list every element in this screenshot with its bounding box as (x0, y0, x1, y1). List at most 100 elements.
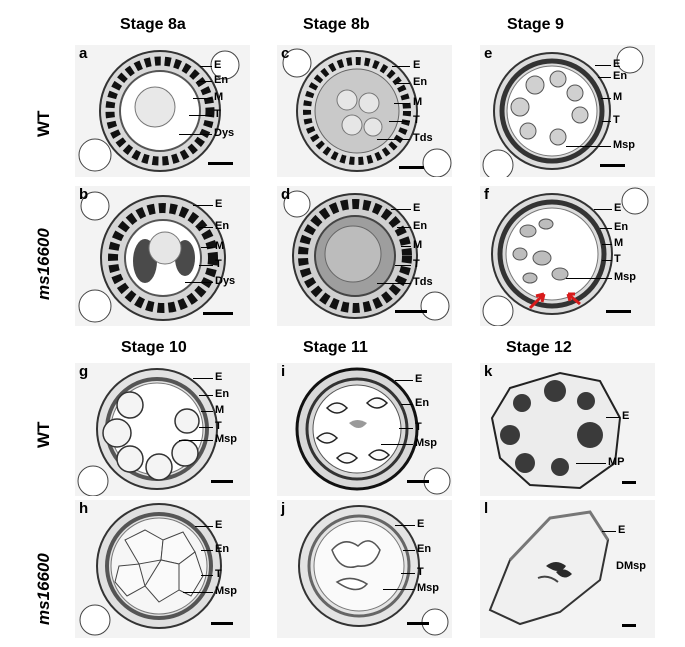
panel-letter-e: e (484, 45, 493, 62)
label-i-2: En (415, 397, 430, 409)
stage-header-12: Stage 12 (506, 339, 572, 356)
label-d-2: En (413, 220, 428, 232)
micrograph-panel-i: i E En T Msp (277, 363, 452, 496)
label-e-3: M (613, 91, 623, 103)
label-e-1: E (613, 58, 621, 70)
panel-letter-j: j (281, 500, 286, 517)
micrograph-panel-f: f E En M T Msp (480, 186, 655, 326)
label-d-3: M (413, 239, 423, 251)
label-a-5: Dys (214, 127, 235, 139)
label-a-4: T (214, 108, 221, 120)
label-j-1: E (417, 518, 425, 530)
label-h-1: E (215, 519, 223, 531)
label-i-1: E (415, 373, 423, 385)
label-c-4: T (413, 114, 420, 126)
label-b-2: En (215, 220, 230, 232)
label-a-3: M (214, 91, 224, 103)
label-j-4: Msp (417, 582, 439, 594)
micrograph-panel-a: a E En M T Dys (75, 45, 250, 177)
label-e-5: Msp (613, 139, 635, 151)
label-j-3: T (417, 566, 424, 578)
anther-section-g (77, 368, 218, 496)
row-label-wt-top: WT (34, 110, 53, 137)
label-b-1: E (215, 198, 223, 210)
scale-bar (622, 624, 636, 627)
anther-section-e (482, 46, 644, 177)
panel-letter-f: f (484, 186, 489, 203)
scale-bar (399, 166, 424, 169)
micrograph-panel-g: g E En M T Msp (75, 363, 250, 496)
anther-section-d (283, 190, 450, 321)
micrograph-panel-b: b E En M T Dys (75, 186, 250, 326)
stage-header-11: Stage 11 (303, 339, 368, 356)
panel-letter-b: b (79, 186, 89, 203)
scale-bar (211, 480, 233, 483)
label-h-3: T (215, 568, 222, 580)
scale-bar (211, 622, 233, 625)
micrograph-panel-k: k E MP (480, 363, 655, 496)
panel-letter-g: g (79, 363, 89, 380)
panel-letter-c: c (281, 45, 290, 62)
label-c-2: En (413, 76, 428, 88)
stage-header-10: Stage 10 (121, 339, 187, 356)
label-d-4: T (413, 258, 420, 270)
label-k-1: E (622, 410, 630, 422)
label-d-5: Tds (413, 276, 433, 288)
row-label-wt-bottom: WT (34, 421, 53, 448)
panel-letter-h: h (79, 500, 89, 517)
label-k-2: MP (608, 456, 625, 468)
label-c-3: M (413, 96, 423, 108)
label-g-1: E (215, 371, 223, 383)
micrograph-panel-c: c E En M T Tds (277, 45, 452, 177)
label-l-1: E (618, 524, 626, 536)
anther-section-h (79, 503, 222, 636)
scale-bar (395, 310, 427, 313)
label-i-4: Msp (415, 437, 437, 449)
label-g-3: M (215, 404, 225, 416)
anther-section-j (298, 505, 449, 636)
anther-section-l (488, 510, 610, 626)
label-b-3: M (215, 240, 225, 252)
label-l-2: DMsp (616, 560, 646, 572)
label-a-2: En (214, 74, 229, 86)
label-h-4: Msp (215, 585, 237, 597)
panel-letter-l: l (484, 500, 489, 517)
label-d-1: E (413, 202, 421, 214)
scale-bar (606, 310, 631, 313)
label-g-4: T (215, 420, 222, 432)
panel-letter-d: d (281, 186, 291, 203)
label-h-2: En (215, 543, 230, 555)
label-e-2: En (613, 70, 628, 82)
micrograph-panel-e: e E En M T Msp (480, 45, 655, 177)
scale-bar (622, 481, 636, 484)
row-label-mutant-top: ms16600 (34, 228, 53, 300)
micrograph-panel-d: d E En M T Tds (277, 186, 452, 326)
label-g-5: Msp (215, 433, 237, 445)
label-c-5: Tds (413, 132, 433, 144)
label-e-4: T (613, 114, 620, 126)
scale-bar (208, 162, 233, 165)
micrograph-panel-l: l E DMsp (480, 500, 655, 638)
red-arrow-icon (528, 292, 546, 310)
stage-header-8a: Stage 8a (120, 16, 186, 33)
label-f-1: E (614, 202, 622, 214)
red-arrow-icon (566, 292, 581, 306)
label-f-3: M (614, 237, 624, 249)
row-label-mutant-bottom: ms16600 (34, 553, 53, 625)
panel-letter-k: k (484, 363, 493, 380)
panel-letter-a: a (79, 45, 88, 62)
panel-letter-i: i (281, 363, 286, 380)
label-j-2: En (417, 543, 432, 555)
anther-section-a (78, 50, 240, 172)
label-a-1: E (214, 59, 222, 71)
label-f-5: Msp (614, 271, 636, 283)
label-b-4: T (215, 258, 222, 270)
anther-section-i (295, 367, 451, 495)
label-f-2: En (614, 221, 629, 233)
label-b-5: Dys (215, 275, 236, 287)
label-c-1: E (413, 59, 421, 71)
anther-section-k (490, 371, 622, 490)
scale-bar (600, 164, 625, 167)
micrograph-panel-j: j E En T Msp (277, 500, 452, 638)
micrograph-panel-h: h E En T Msp (75, 500, 250, 638)
